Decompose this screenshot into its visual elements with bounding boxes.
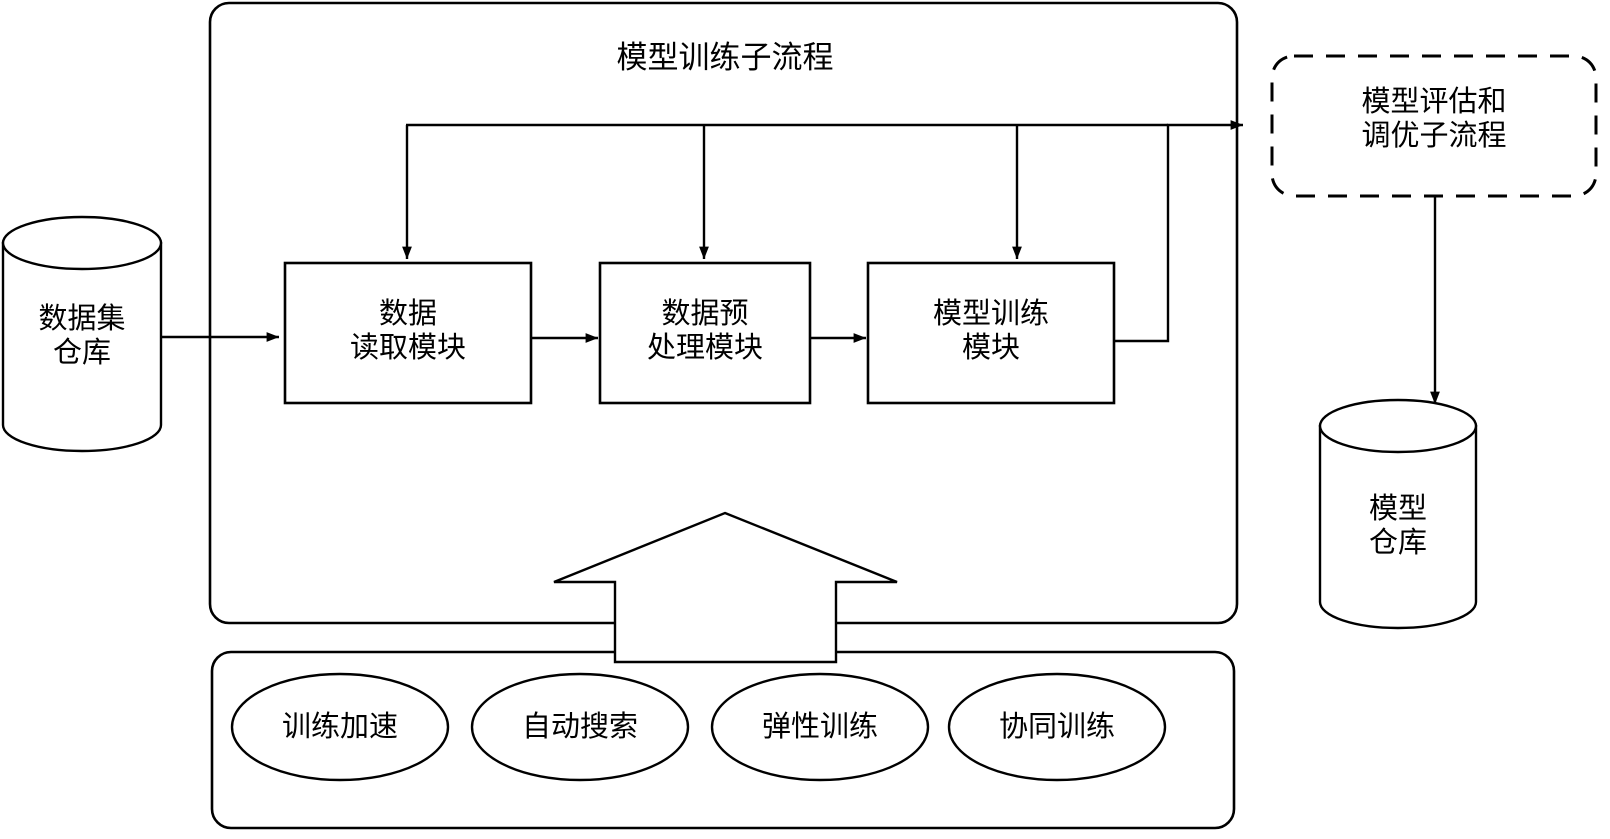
data-preprocess-module-box bbox=[598, 261, 812, 405]
model-train-module-box bbox=[866, 261, 1116, 405]
capability-block-arrow bbox=[553, 511, 898, 664]
edge-train-to-eval bbox=[1114, 120, 1244, 343]
dataset-store-shape bbox=[1, 215, 163, 453]
cap-collab-train-shape[interactable] bbox=[947, 672, 1167, 782]
cap-elastic-train-shape[interactable] bbox=[710, 672, 930, 782]
cap-train-accel-shape[interactable] bbox=[230, 672, 450, 782]
data-read-module-box bbox=[283, 261, 533, 405]
model-store-shape bbox=[1318, 398, 1478, 630]
cap-auto-search-shape[interactable] bbox=[470, 672, 690, 782]
eval-tune-subprocess-box bbox=[1270, 54, 1598, 198]
